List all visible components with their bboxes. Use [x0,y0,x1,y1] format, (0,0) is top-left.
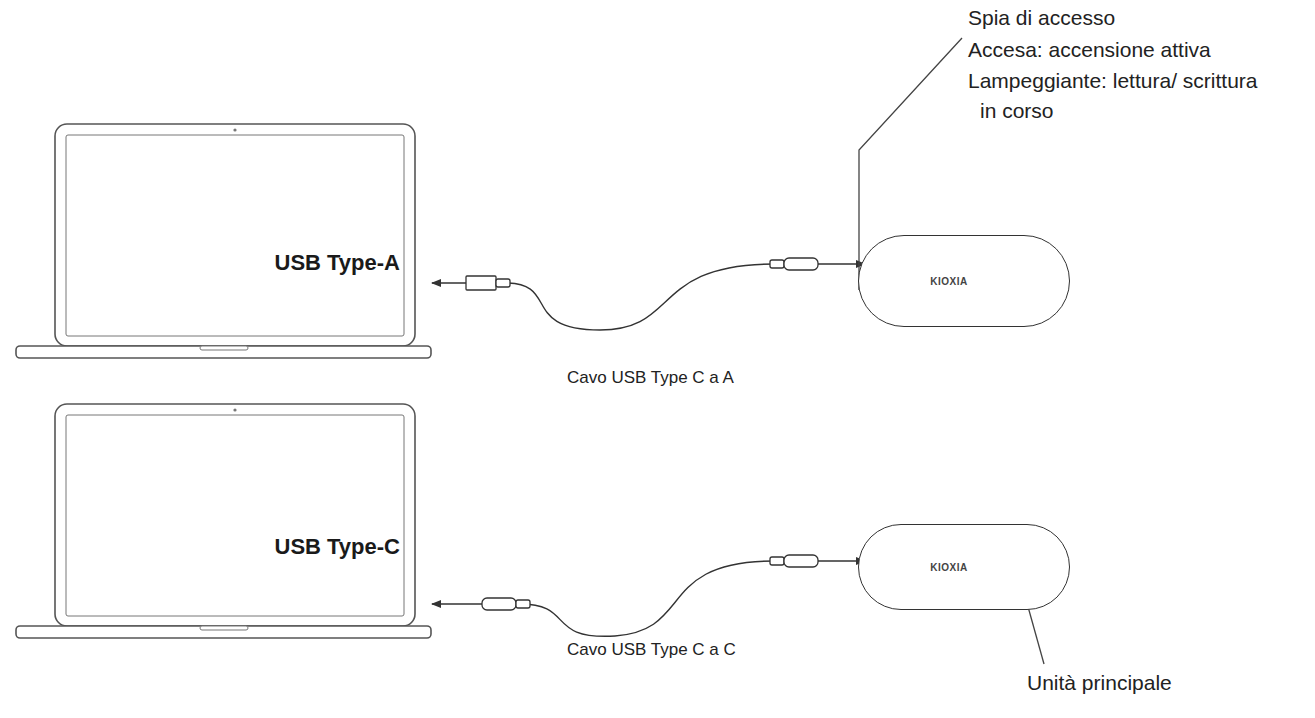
drive-unit: KIOXIA [858,524,1070,610]
callout-note: Lampeggiante: lettura/ scrittura in cors… [968,66,1270,126]
cable-label: Cavo USB Type C a A [565,368,736,388]
laptop: USB Type-C [15,402,432,640]
callout-title: Spia di accesso [968,3,1115,33]
brand-logo: KIOXIA [930,276,967,287]
port-label: USB Type-C [275,534,401,560]
brand-logo: KIOXIA [930,562,967,573]
laptop-outline [15,122,432,360]
laptop-outline [15,402,432,640]
port-label: USB Type-A [275,250,401,276]
usb-cable [432,561,865,636]
callout-note: Accesa: accensione attiva [968,35,1211,65]
laptop: USB Type-A [15,122,432,360]
drive-unit: KIOXIA [858,235,1070,327]
part-name: Unità principale [1027,668,1172,698]
usb-cable [432,264,865,330]
cable-label: Cavo USB Type C a C [565,640,738,660]
